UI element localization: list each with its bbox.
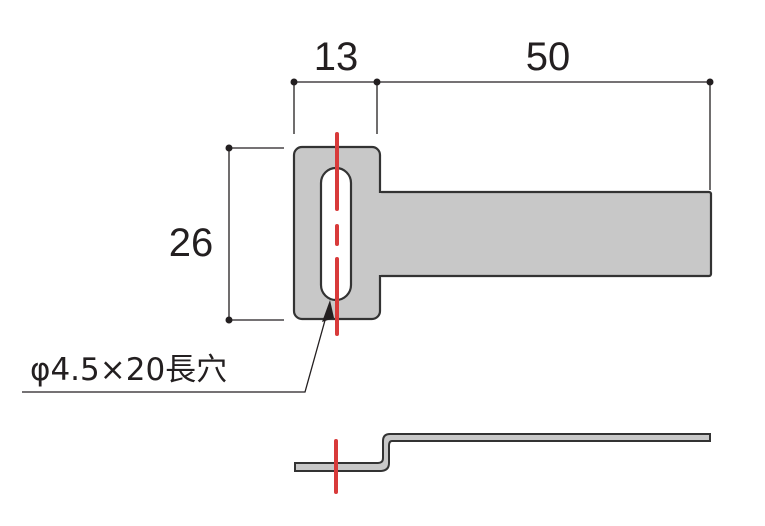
leader-arrow-icon xyxy=(322,300,334,322)
dim-50: 50 xyxy=(526,35,571,79)
dimension-lines xyxy=(228,81,711,321)
slot-note: φ4.5×20長穴 xyxy=(30,352,227,388)
dimension-dots xyxy=(225,78,714,324)
top-view xyxy=(292,145,713,321)
arm xyxy=(378,190,713,278)
side-view xyxy=(294,433,711,472)
slot-leader xyxy=(22,305,330,393)
dim-13: 13 xyxy=(314,35,359,79)
dim-26: 26 xyxy=(169,221,214,265)
